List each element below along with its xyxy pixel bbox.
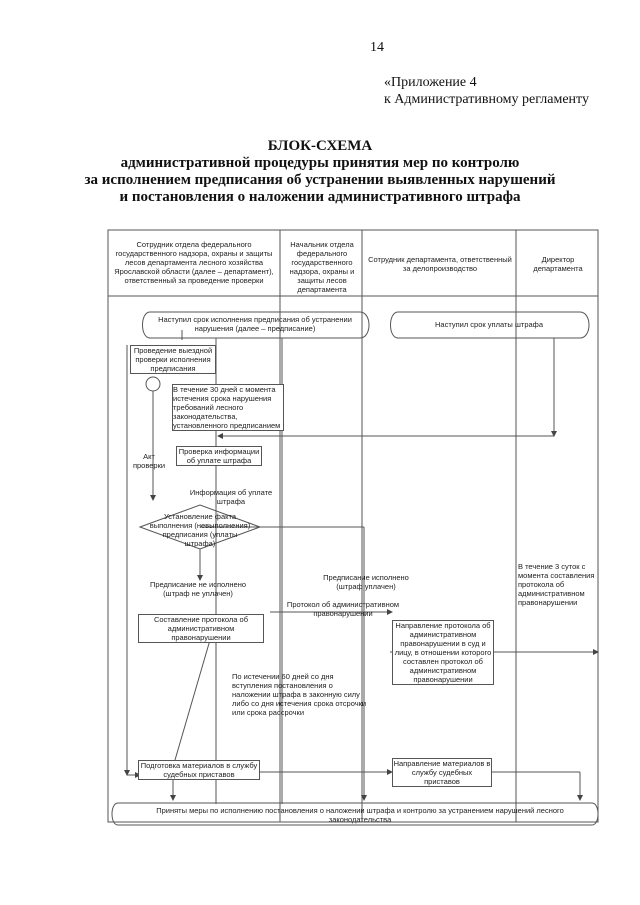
not-executed-label: Предписание не исполнено (штраф не уплач… — [149, 580, 247, 598]
prepare-materials-box: Подготовка материалов в службу судебных … — [138, 760, 260, 780]
column-header-records-clerk: Сотрудник департамента, ответственный за… — [368, 255, 512, 273]
title-line-3: за исполнением предписания об устранении… — [84, 172, 556, 188]
final-terminator-shape — [111, 802, 599, 826]
appendix-reference: «Приложение 4 к Административному реглам… — [384, 74, 589, 108]
field-inspection-box: Проведение выездной проверки исполнения … — [130, 345, 216, 374]
connector-circle — [145, 376, 161, 392]
start-fine-deadline: Наступил срок уплаты штрафа — [434, 320, 543, 329]
within-3-days-note: В течение 3 суток с момента составления … — [518, 562, 595, 607]
flowchart-frame — [107, 229, 599, 823]
start-terminator-shape — [142, 311, 370, 339]
send-materials-box: Направление материалов в службу судебных… — [392, 758, 492, 787]
document-title: БЛОК-СХЕМА административной процедуры пр… — [0, 138, 640, 206]
title-line-4: и постановления о наложении администрати… — [119, 189, 521, 205]
title-line-2: административной процедуры принятия мер … — [120, 155, 520, 171]
executed-label: Предписание исполнено (штраф уплачен) — [323, 573, 409, 591]
column-header-director: Директор департамента — [533, 255, 583, 273]
decision-text: Установление факта выполнения (невыполне… — [149, 512, 251, 548]
inspection-act-label: Акт проверки — [132, 452, 166, 470]
check-payment-info-box: Проверка информации об уплате штрафа — [176, 446, 262, 466]
fine-terminator-shape — [390, 311, 590, 339]
appendix-line-2: к Административному регламенту — [384, 92, 589, 107]
page-number: 14 — [370, 40, 384, 55]
appendix-line-1: «Приложение 4 — [384, 75, 477, 90]
column-header-inspector: Сотрудник отдела федерального государств… — [114, 240, 274, 285]
start-prescription-deadline: Наступил срок исполнения предписания об … — [158, 315, 352, 333]
draw-protocol-box: Составление протокола об административно… — [138, 614, 264, 643]
send-protocol-box: Направление протокола об административно… — [392, 620, 494, 685]
within-30-days-note: В течение 30 дней с момента истечения ср… — [172, 384, 284, 431]
protocol-label: Протокол об административном правонаруше… — [286, 600, 400, 618]
final-outcome: Приняты меры по исполнению постановления… — [156, 806, 564, 824]
after-60-days-note: По истечении 60 дней со дня вступления п… — [232, 672, 367, 717]
column-header-department-head: Начальник отдела федерального государств… — [289, 240, 355, 294]
title-line-1: БЛОК-СХЕМА — [267, 138, 373, 154]
payment-info-label: Информация об уплате штрафа — [189, 488, 273, 506]
